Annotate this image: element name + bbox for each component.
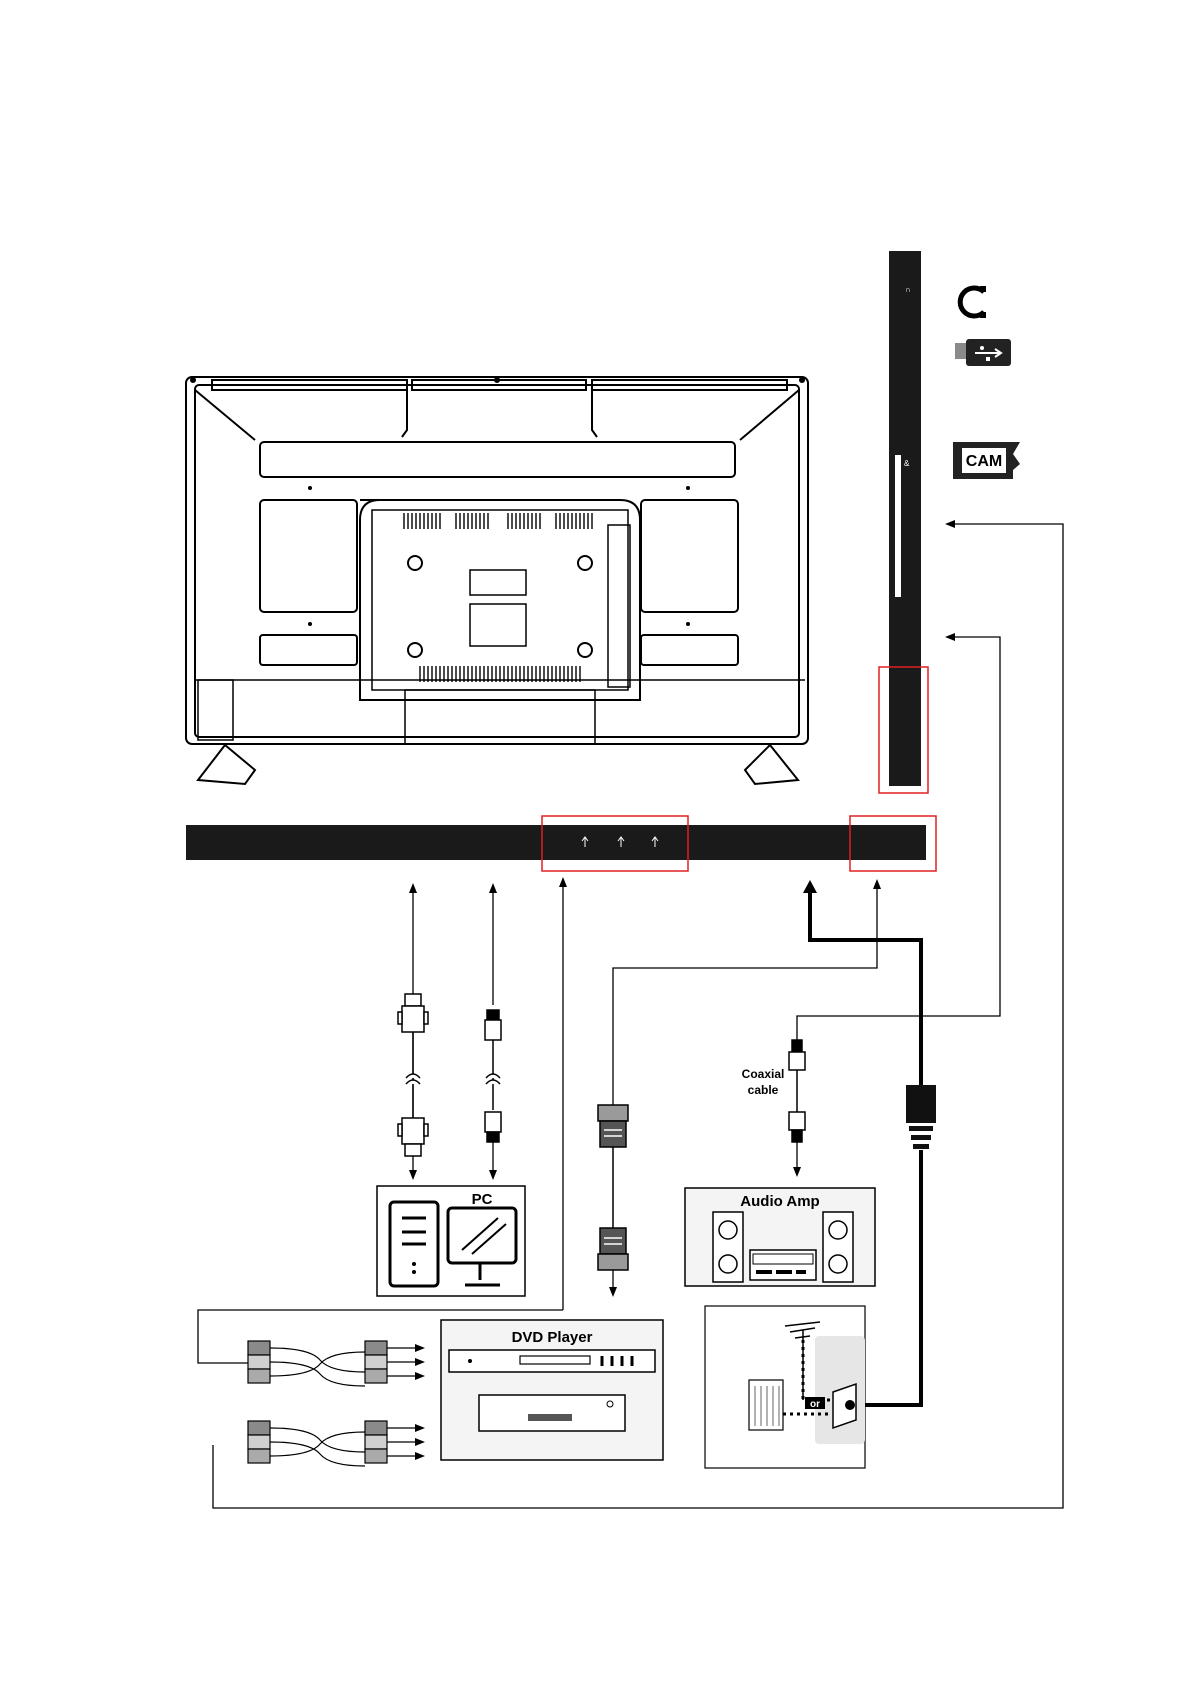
cam-module-icon: CAM xyxy=(953,442,1020,479)
bottom-connector-panel xyxy=(186,825,926,860)
side-slot xyxy=(895,455,901,597)
headphone-icon xyxy=(960,286,986,318)
side-connector-panel xyxy=(889,251,921,786)
hdmi-connector-icon xyxy=(598,1105,628,1270)
audio-amp-label: Audio Amp xyxy=(740,1193,819,1210)
usb-icon xyxy=(955,339,1011,366)
antenna-box xyxy=(705,1306,865,1468)
side-headphone-mark: ∩ xyxy=(905,285,911,294)
tv-screw-dots xyxy=(190,377,805,626)
vga-connector-icon xyxy=(398,994,428,1156)
ethernet-plug-icon xyxy=(906,1085,936,1149)
rca-connector-icon xyxy=(248,1341,387,1466)
pc-label: PC xyxy=(472,1191,493,1208)
coaxial-connector-icon xyxy=(789,1040,805,1142)
coaxial-label-line2: cable xyxy=(748,1083,779,1097)
coaxial-label-line1: Coaxial xyxy=(742,1067,785,1081)
antenna-arrow xyxy=(803,880,817,893)
building-icon xyxy=(749,1380,783,1430)
pc-device xyxy=(377,1186,525,1296)
audio-jack-icon xyxy=(485,1010,501,1142)
side-slot-mark: & xyxy=(904,459,910,468)
cam-label: CAM xyxy=(966,453,1002,470)
rca-arrows xyxy=(387,1348,420,1456)
wall-socket-icon xyxy=(833,1384,856,1428)
or-label: or xyxy=(810,1399,820,1410)
dvd-player-label: DVD Player xyxy=(512,1329,593,1346)
tv-back-view xyxy=(186,377,808,784)
